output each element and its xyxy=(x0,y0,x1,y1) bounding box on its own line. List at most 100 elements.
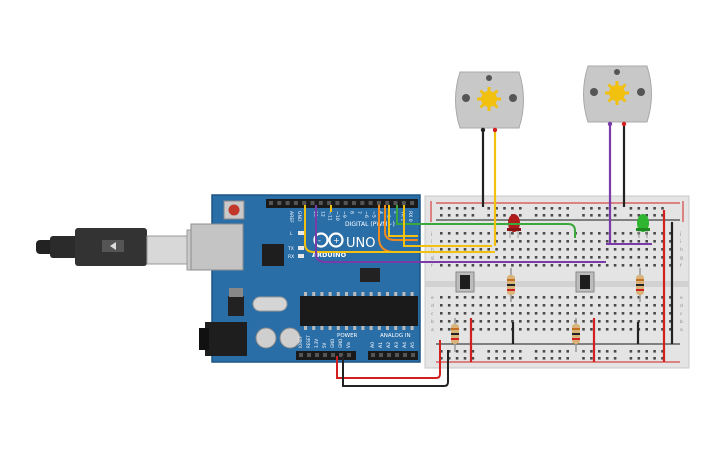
breadboard-hole[interactable] xyxy=(487,256,490,259)
breadboard-hole[interactable] xyxy=(440,350,443,353)
header-pin[interactable] xyxy=(371,353,375,357)
breadboard-hole[interactable] xyxy=(495,232,498,235)
breadboard-hole[interactable] xyxy=(605,207,609,210)
breadboard-hole[interactable] xyxy=(550,264,554,267)
breadboard-hole[interactable] xyxy=(479,312,483,315)
breadboard-hole[interactable] xyxy=(550,296,554,299)
breadboard-hole[interactable] xyxy=(503,320,506,323)
header-pin[interactable] xyxy=(343,201,348,205)
breadboard-hole[interactable] xyxy=(542,264,546,267)
header-pin[interactable] xyxy=(410,201,415,205)
breadboard-hole[interactable] xyxy=(534,248,538,251)
breadboard-hole[interactable] xyxy=(550,350,554,353)
breadboard-hole[interactable] xyxy=(590,214,593,217)
breadboard-hole[interactable] xyxy=(447,248,451,251)
breadboard-hole[interactable] xyxy=(661,214,664,217)
breadboard-hole[interactable] xyxy=(479,256,483,259)
breadboard-hole[interactable] xyxy=(590,312,593,315)
breadboard-hole[interactable] xyxy=(558,312,562,315)
breadboard-hole[interactable] xyxy=(503,304,506,307)
breadboard-hole[interactable] xyxy=(629,214,633,217)
breadboard-hole[interactable] xyxy=(621,256,625,259)
breadboard-hole[interactable] xyxy=(519,350,522,353)
header-pin[interactable] xyxy=(393,201,398,205)
breadboard-hole[interactable] xyxy=(645,214,648,217)
breadboard-hole[interactable] xyxy=(613,357,617,360)
breadboard-hole[interactable] xyxy=(621,264,625,267)
breadboard-hole[interactable] xyxy=(558,350,562,353)
breadboard-hole[interactable] xyxy=(526,312,530,315)
breadboard-hole[interactable] xyxy=(542,240,546,243)
breadboard-hole[interactable] xyxy=(526,256,530,259)
breadboard-hole[interactable] xyxy=(519,304,522,307)
breadboard-hole[interactable] xyxy=(503,328,506,331)
breadboard-hole[interactable] xyxy=(487,312,490,315)
breadboard-hole[interactable] xyxy=(574,256,577,259)
breadboard-hole[interactable] xyxy=(661,296,664,299)
breadboard-hole[interactable] xyxy=(582,264,585,267)
breadboard-hole[interactable] xyxy=(440,264,443,267)
breadboard-hole[interactable] xyxy=(645,240,648,243)
breadboard-hole[interactable] xyxy=(550,214,554,217)
breadboard-hole[interactable] xyxy=(637,207,641,210)
breadboard-hole[interactable] xyxy=(661,232,664,235)
breadboard-hole[interactable] xyxy=(534,214,538,217)
breadboard-hole[interactable] xyxy=(605,214,609,217)
breadboard-hole[interactable] xyxy=(440,328,443,331)
breadboard-hole[interactable] xyxy=(447,357,451,360)
breadboard-hole[interactable] xyxy=(582,304,585,307)
breadboard-hole[interactable] xyxy=(503,256,506,259)
breadboard-hole[interactable] xyxy=(471,350,475,353)
header-pin[interactable] xyxy=(323,353,327,357)
breadboard-hole[interactable] xyxy=(550,357,554,360)
breadboard-hole[interactable] xyxy=(669,264,672,267)
breadboard-hole[interactable] xyxy=(590,328,593,331)
breadboard-hole[interactable] xyxy=(471,312,475,315)
breadboard-hole[interactable] xyxy=(669,248,672,251)
breadboard-hole[interactable] xyxy=(598,248,601,251)
breadboard-hole[interactable] xyxy=(526,320,530,323)
breadboard-hole[interactable] xyxy=(471,248,475,251)
breadboard-hole[interactable] xyxy=(455,240,459,243)
breadboard-hole[interactable] xyxy=(621,312,625,315)
breadboard-hole[interactable] xyxy=(590,264,593,267)
breadboard-hole[interactable] xyxy=(653,350,656,353)
breadboard-hole[interactable] xyxy=(598,328,601,331)
breadboard-hole[interactable] xyxy=(669,232,672,235)
breadboard-hole[interactable] xyxy=(503,207,506,210)
breadboard-hole[interactable] xyxy=(519,312,522,315)
breadboard-hole[interactable] xyxy=(519,264,522,267)
breadboard-hole[interactable] xyxy=(526,248,530,251)
breadboard-hole[interactable] xyxy=(590,357,593,360)
breadboard-hole[interactable] xyxy=(519,232,522,235)
breadboard-hole[interactable] xyxy=(613,214,617,217)
wire-black[interactable] xyxy=(342,350,449,387)
breadboard-hole[interactable] xyxy=(661,264,664,267)
breadboard-hole[interactable] xyxy=(566,304,569,307)
breadboard-hole[interactable] xyxy=(661,248,664,251)
breadboard-hole[interactable] xyxy=(511,296,514,299)
breadboard-hole[interactable] xyxy=(534,240,538,243)
breadboard-hole[interactable] xyxy=(503,240,506,243)
breadboard-hole[interactable] xyxy=(574,304,577,307)
breadboard-hole[interactable] xyxy=(637,296,641,299)
breadboard-hole[interactable] xyxy=(526,264,530,267)
breadboard-hole[interactable] xyxy=(558,264,562,267)
breadboard-hole[interactable] xyxy=(645,350,648,353)
breadboard-hole[interactable] xyxy=(582,240,585,243)
breadboard-hole[interactable] xyxy=(526,328,530,331)
breadboard-hole[interactable] xyxy=(542,207,546,210)
breadboard-hole[interactable] xyxy=(605,296,609,299)
breadboard-hole[interactable] xyxy=(511,304,514,307)
breadboard-hole[interactable] xyxy=(574,296,577,299)
breadboard-hole[interactable] xyxy=(463,232,467,235)
breadboard-hole[interactable] xyxy=(511,320,514,323)
header-pin[interactable] xyxy=(331,353,335,357)
breadboard-hole[interactable] xyxy=(605,248,609,251)
breadboard-hole[interactable] xyxy=(440,207,443,210)
breadboard-hole[interactable] xyxy=(558,207,562,210)
header-pin[interactable] xyxy=(302,201,307,205)
breadboard-hole[interactable] xyxy=(661,312,664,315)
breadboard-hole[interactable] xyxy=(645,357,648,360)
breadboard-hole[interactable] xyxy=(613,296,617,299)
